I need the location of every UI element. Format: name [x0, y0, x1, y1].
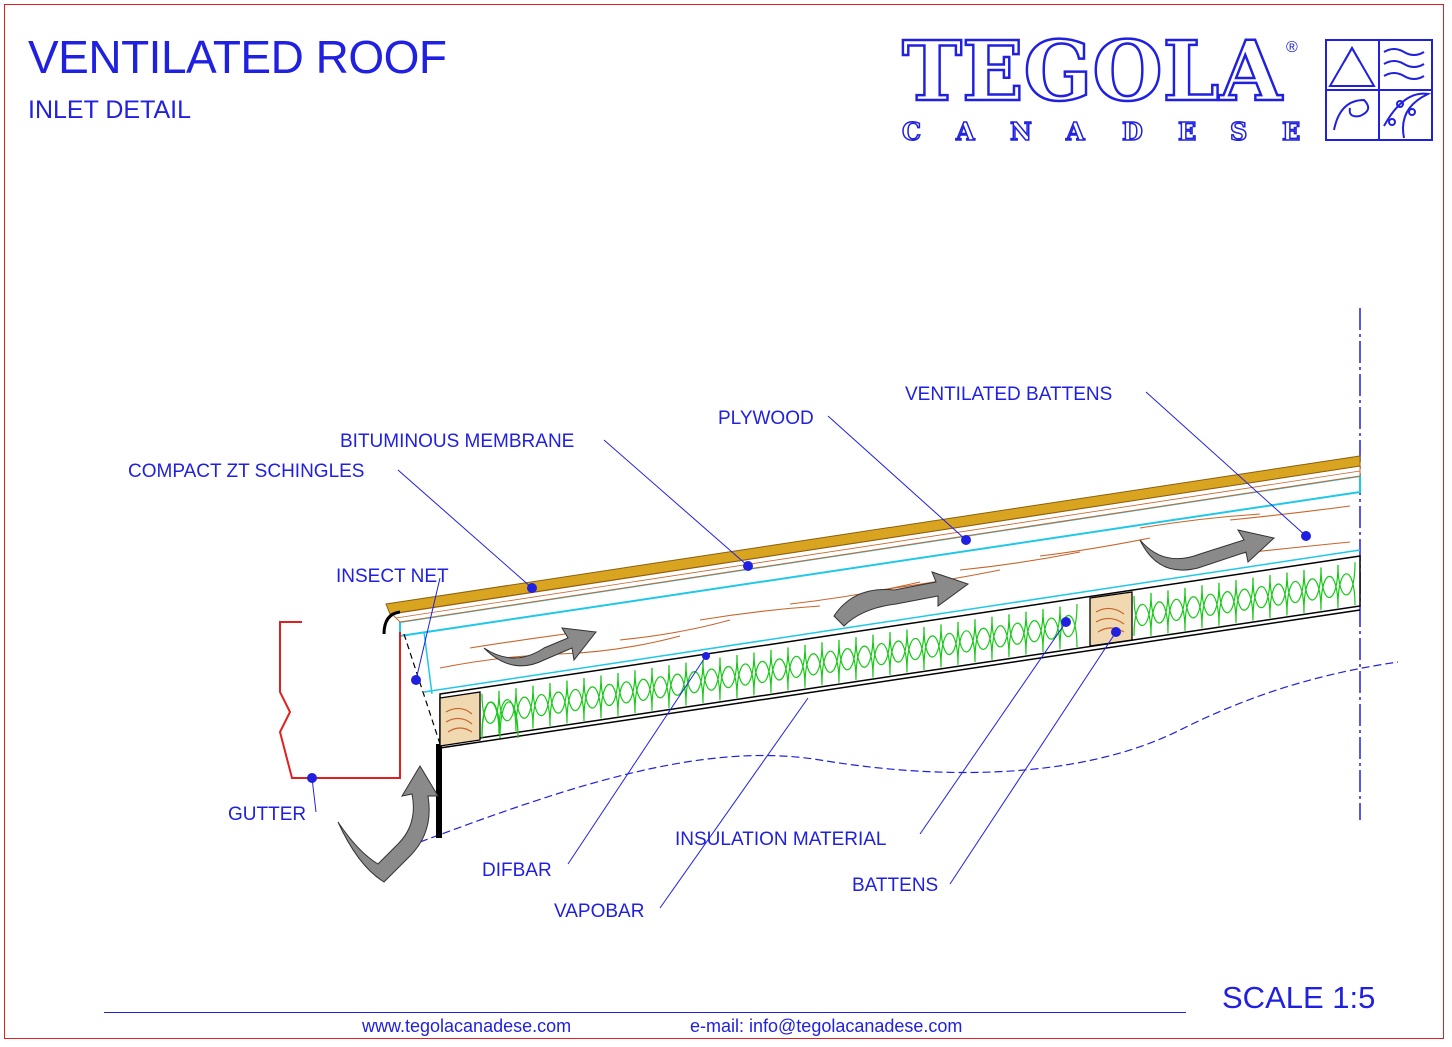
gutter-profile	[278, 621, 401, 779]
insulation-loop	[549, 680, 568, 724]
insulation-loop	[838, 637, 857, 681]
insulation-loop	[1252, 575, 1271, 619]
label-ventilated-battens: VENTILATED BATTENS	[905, 384, 1112, 405]
insulation-loop	[753, 649, 772, 693]
insulation-loop	[1337, 562, 1356, 606]
label-insect-net: INSECT NET	[336, 566, 449, 587]
insulation-loop	[515, 685, 534, 729]
drip-edge	[382, 610, 401, 635]
footer-email: e-mail: info@tegolacanadese.com	[690, 1016, 963, 1036]
insulation-loop	[906, 626, 925, 670]
drawing-border	[4, 4, 1444, 1039]
page-title: VENTILATED ROOF	[28, 31, 447, 83]
batten-block-left	[439, 691, 481, 747]
insulation-loop	[804, 642, 823, 686]
airflow-arrow-inlet	[337, 765, 439, 883]
insulation-loop	[1150, 590, 1169, 634]
svg-text:E: E	[1178, 117, 1196, 146]
insulation-loop	[1008, 611, 1027, 655]
insulation-loop	[532, 683, 551, 727]
svg-text:A: A	[955, 117, 975, 146]
label-difbar: DIFBAR	[482, 860, 552, 881]
airflow-arrows	[337, 529, 1276, 883]
insect-net-line	[403, 633, 441, 745]
insulation-loop	[719, 654, 738, 699]
ceiling-curve	[419, 661, 1399, 843]
shingles-layer	[385, 455, 1361, 615]
insulation-loop	[855, 634, 874, 678]
insulation-loop	[923, 624, 942, 668]
insulation-loop	[651, 665, 670, 709]
logo-wordmark: TEGOLA	[902, 24, 1283, 120]
svg-text:N: N	[1010, 117, 1032, 146]
insulation-loop	[634, 667, 653, 711]
batten-block-right	[1089, 591, 1133, 647]
insulation-loop	[600, 672, 619, 716]
insulation-loop	[1320, 564, 1339, 608]
svg-text:S: S	[1230, 117, 1247, 146]
insulation-loop	[1201, 582, 1220, 626]
insulation-loop	[1235, 577, 1254, 621]
airflow-arrow-3	[1139, 529, 1276, 571]
footer-divider	[104, 1012, 1186, 1013]
insulation-loop	[498, 688, 517, 732]
logo-tagline: C A N A D E S E	[901, 116, 1301, 147]
svg-text:A: A	[1065, 117, 1085, 146]
rafter-bottom-line	[439, 609, 1361, 749]
insulation-loop	[1042, 606, 1061, 650]
scale-label: SCALE 1:5	[1222, 980, 1376, 1015]
insulation-loop	[940, 621, 959, 665]
insulation-loop	[1303, 567, 1322, 611]
insulation-loop	[1167, 587, 1186, 631]
insulation-loop	[668, 662, 687, 706]
svg-text:E: E	[1282, 117, 1300, 146]
insulation-loop	[1269, 572, 1288, 616]
roof-assembly	[278, 308, 1399, 883]
airflow-arrow-2	[833, 571, 970, 627]
insulation-loop	[1286, 569, 1305, 613]
insulation-loop	[957, 619, 976, 663]
insulation-loop	[787, 644, 806, 688]
label-plywood: PLYWOOD	[718, 408, 814, 429]
insulation-loop	[821, 639, 840, 683]
insulation-loop	[583, 675, 602, 719]
insulation-loop	[991, 614, 1010, 658]
leader-lines	[311, 391, 1307, 909]
tegola-logo: TEGOLA ® C A N A D E S E	[901, 23, 1433, 147]
insulation-loop	[974, 616, 993, 660]
svg-text:C: C	[902, 117, 921, 146]
insulation-loop	[770, 647, 789, 691]
label-compact-zt-shingles: COMPACT ZT SCHINGLES	[128, 461, 364, 482]
insulation-loop	[872, 632, 891, 676]
insulation-loop	[702, 657, 721, 701]
logo-emblem	[1325, 39, 1433, 141]
insulation-loop	[889, 629, 908, 673]
label-gutter: GUTTER	[228, 804, 306, 825]
label-insulation-material: INSULATION MATERIAL	[675, 829, 887, 850]
insulation-pattern	[481, 562, 1356, 734]
fascia	[436, 744, 442, 838]
insulation-loop	[1025, 609, 1044, 653]
registered-mark: ®	[1286, 39, 1298, 56]
insulation-loop	[736, 652, 755, 696]
insulation-loop	[1184, 585, 1203, 629]
insulation-loop	[1059, 603, 1078, 648]
label-battens: BATTENS	[852, 875, 938, 896]
insulation-loop	[617, 670, 636, 714]
page-subtitle: INLET DETAIL	[28, 96, 192, 124]
insulation-loop	[1218, 580, 1237, 624]
label-bituminous-membrane: BITUMINOUS MEMBRANE	[340, 431, 574, 452]
insulation-loop	[1133, 592, 1152, 636]
airflow-arrow-1	[483, 627, 597, 667]
label-vapobar: VAPOBAR	[554, 901, 644, 922]
svg-text:D: D	[1122, 117, 1143, 146]
insulation-loop	[481, 690, 500, 734]
footer-website: www.tegolacanadese.com	[362, 1016, 572, 1036]
insulation-loop	[685, 660, 704, 704]
insulation-loop	[566, 677, 585, 721]
difbar-line	[423, 549, 1361, 693]
leader-dots	[307, 531, 1311, 783]
